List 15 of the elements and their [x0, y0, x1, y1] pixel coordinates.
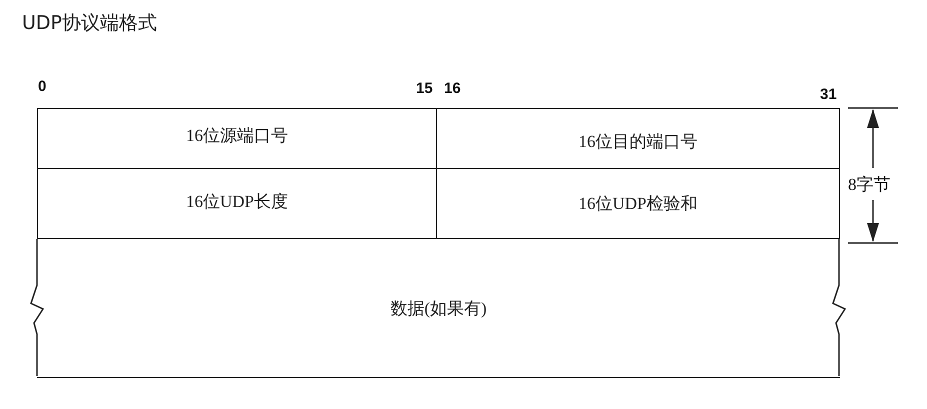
field-label: 16位目的端口号	[578, 131, 698, 153]
bit-number: 31	[820, 86, 837, 103]
field-label: 16位UDP检验和	[578, 193, 698, 215]
header-field-box	[37, 168, 437, 238]
dimension-label: 8字节	[848, 174, 890, 196]
title: UDP协议端格式	[22, 11, 157, 36]
header-field-box	[37, 108, 437, 168]
field-label: 16位UDP长度	[186, 191, 288, 213]
field-label: 16位源端口号	[186, 125, 288, 147]
bit-number: 0	[38, 78, 46, 95]
header-field-box	[437, 108, 840, 168]
field-label: 数据(如果有)	[390, 298, 487, 320]
header-field-box	[437, 168, 840, 238]
bit-number: 16	[444, 80, 461, 97]
bit-number: 15	[416, 80, 433, 97]
